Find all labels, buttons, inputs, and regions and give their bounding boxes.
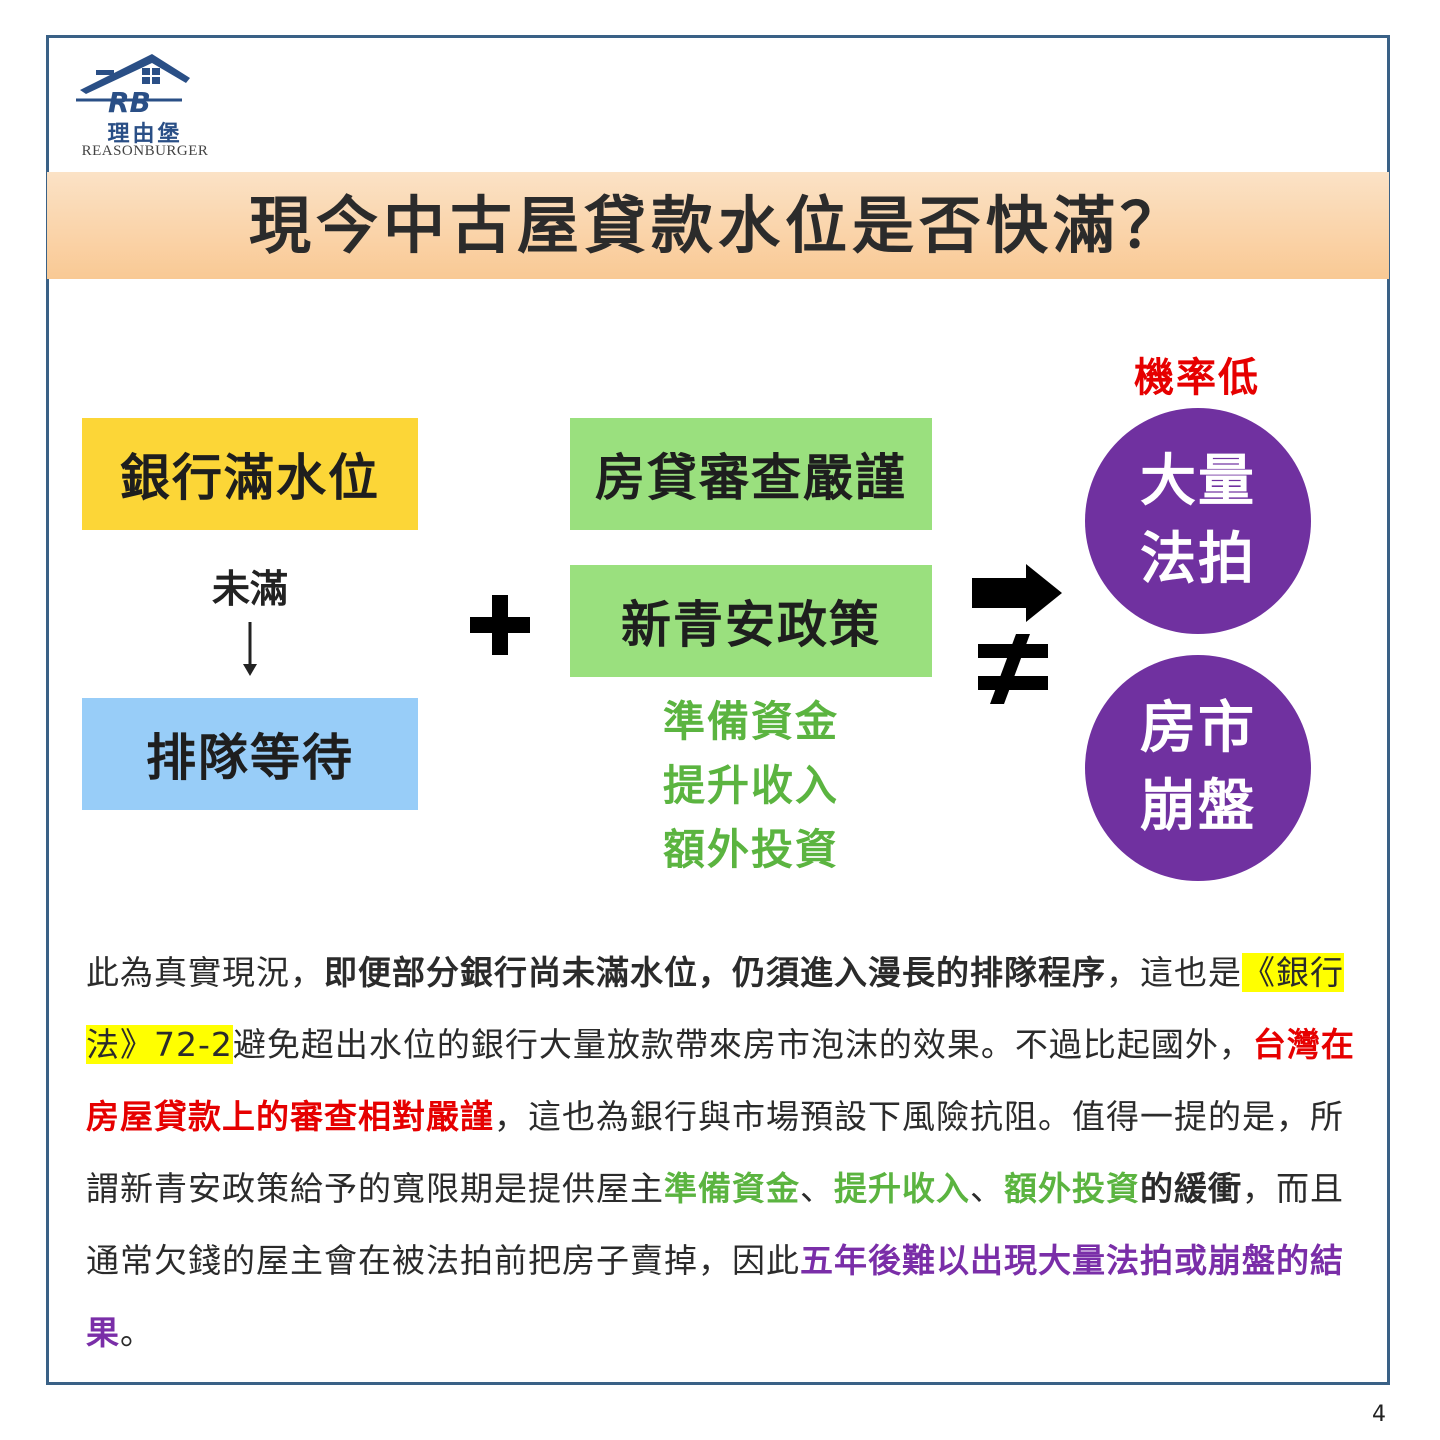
text-run: 、 bbox=[970, 1169, 1004, 1208]
policy-box: 新青安政策 bbox=[570, 565, 932, 677]
right-arrow-icon bbox=[972, 564, 1062, 622]
bold-text: 的緩衝 bbox=[1140, 1169, 1242, 1208]
page-frame bbox=[46, 35, 1390, 1385]
queue-box: 排隊等待 bbox=[82, 698, 418, 810]
not-equal-icon bbox=[978, 634, 1048, 704]
not-full-label: 未滿 bbox=[211, 567, 288, 611]
outcome-line: 崩盤 bbox=[1140, 774, 1256, 839]
outcome-line: 法拍 bbox=[1140, 527, 1256, 592]
text-run: ，這也為銀行與市場預設下風險抗阻。值得一提的是，所謂新青安政策給予的寬限期是提供… bbox=[86, 1097, 1344, 1208]
green-text: 準備資金 bbox=[664, 1169, 800, 1208]
bank-full-box: 銀行滿水位 bbox=[82, 418, 418, 530]
house-logo-icon: RB bbox=[76, 54, 190, 116]
page-title: 現今中古屋貸款水位是否快滿？ bbox=[248, 189, 1187, 262]
text-run: 。 bbox=[120, 1313, 154, 1352]
brand-name-en: REASONBURGER bbox=[81, 143, 209, 159]
page-number: 4 bbox=[1372, 1402, 1386, 1427]
outcome-line: 房市 bbox=[1140, 696, 1256, 761]
text-run: ，這也是 bbox=[1106, 953, 1242, 992]
plus-icon bbox=[470, 595, 530, 655]
review-strict-box: 房貸審查嚴謹 bbox=[570, 418, 932, 530]
green-text: 提升收入 bbox=[834, 1169, 970, 1208]
title-banner: 現今中古屋貸款水位是否快滿？ bbox=[47, 172, 1389, 279]
probability-label: 機率低 bbox=[1134, 355, 1260, 401]
green-text: 額外投資 bbox=[1004, 1169, 1140, 1208]
outcome-foreclosure-circle: 大量 法拍 bbox=[1085, 408, 1311, 634]
brand-name-cn: 理由堡 bbox=[107, 121, 183, 147]
outcome-crash-circle: 房市 崩盤 bbox=[1085, 655, 1311, 881]
purple-text: 五年後難以出現大量法拍或崩盤的結果 bbox=[86, 1241, 1344, 1352]
text-run: ，而且通常欠錢的屋主會在被法拍前把房子賣掉，因此 bbox=[86, 1169, 1344, 1280]
explanation-paragraph: 此為真實現況，即便部分銀行尚未滿水位，仍須進入漫長的排隊程序，這也是《銀行法》7… bbox=[86, 937, 1366, 1369]
red-text: 台灣在房屋貸款上的審查相對嚴謹 bbox=[86, 1025, 1355, 1136]
text-run: 此為真實現況， bbox=[86, 953, 324, 992]
brand-logo: RB 理由堡 REASONBURGER bbox=[70, 50, 220, 165]
bold-text: 即便部分銀行尚未滿水位，仍須進入漫長的排隊程序 bbox=[324, 953, 1106, 992]
benefits-list: 準備資金 提升收入 額外投資 bbox=[570, 690, 932, 882]
benefit-item: 提升收入 bbox=[662, 761, 839, 810]
text-run: 避免超出水位的銀行大量放款帶來房市泡沫的效果。不過比起國外， bbox=[232, 1025, 1253, 1064]
text-run: 、 bbox=[800, 1169, 834, 1208]
outcome-line: 大量 bbox=[1140, 449, 1256, 514]
benefit-item: 額外投資 bbox=[662, 825, 839, 874]
benefit-item: 準備資金 bbox=[662, 697, 839, 746]
down-arrow-icon bbox=[243, 622, 257, 676]
